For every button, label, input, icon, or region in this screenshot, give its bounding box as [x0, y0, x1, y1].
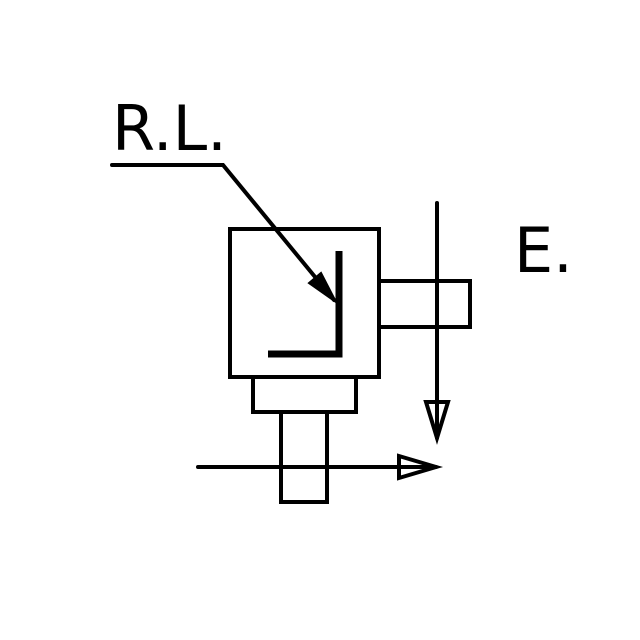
- label-e: E.: [514, 214, 573, 287]
- rl-leader-arrowhead: [307, 271, 337, 303]
- right-angle-symbol: [268, 251, 343, 358]
- bottom-flange: [251, 375, 358, 414]
- bottom-shaft: [279, 410, 329, 504]
- rl-leader-line: [110, 163, 336, 302]
- label-rl: R.L.: [112, 92, 227, 165]
- vertical-arrowhead: [423, 400, 451, 445]
- horizontal-arrowhead: [397, 453, 444, 481]
- right-shaft: [378, 279, 472, 329]
